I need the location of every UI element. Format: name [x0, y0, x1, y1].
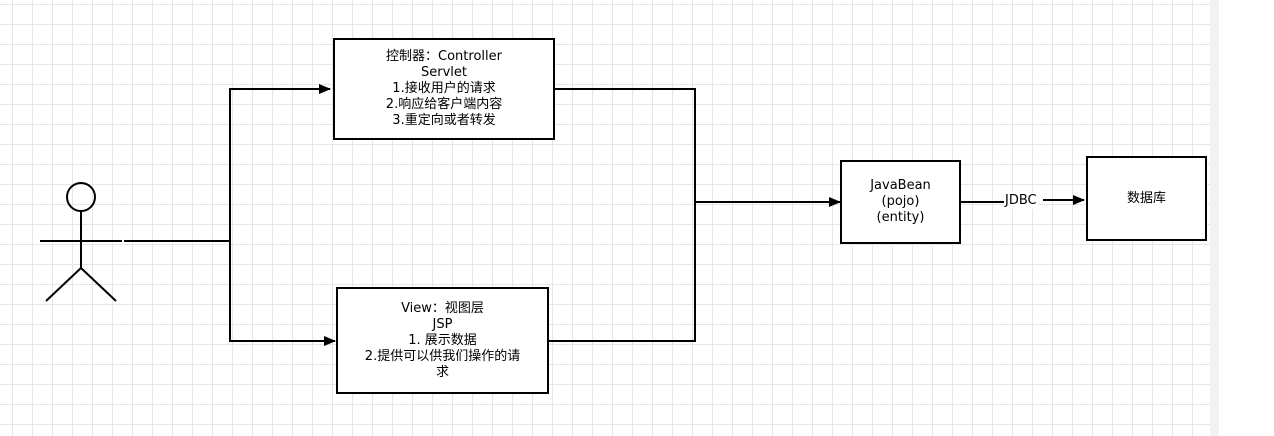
view-line: View：视图层 — [401, 300, 484, 316]
edge-actor-to-view — [229, 241, 336, 346]
edge-view-out — [548, 202, 696, 342]
view-line: JSP — [432, 316, 453, 332]
view-line: 2.提供可以供我们操作的请 — [364, 348, 521, 364]
database-box[interactable]: 数据库 — [1086, 156, 1207, 241]
edge-controller-out — [553, 88, 696, 202]
jdbc-label: JDBC — [1004, 193, 1038, 209]
view-line: 1. 展示数据 — [408, 332, 477, 348]
right-margin — [1210, 0, 1274, 436]
controller-box[interactable]: 控制器：Controller Servlet 1.接收用户的请求 2.响应给客户… — [333, 38, 555, 140]
view-text: View：视图层 JSP 1. 展示数据 2.提供可以供我们操作的请 求 — [365, 301, 520, 381]
grid-canvas — [0, 0, 1210, 436]
actor-head — [66, 182, 96, 212]
actor-leg-left — [45, 267, 82, 302]
view-line: 求 — [435, 364, 449, 380]
actor-leg-right — [80, 267, 117, 302]
controller-line: Servlet — [421, 65, 467, 80]
javabean-text: JavaBean (pojo) (entity) — [870, 178, 931, 226]
javabean-line: (entity) — [876, 210, 925, 225]
controller-text: 控制器：Controller Servlet 1.接收用户的请求 2.响应给客户… — [386, 49, 502, 129]
vertical-scrollbar[interactable] — [1210, 0, 1219, 436]
database-line: 数据库 — [1126, 190, 1166, 206]
database-text: 数据库 — [1127, 191, 1166, 207]
actor-figure — [40, 182, 122, 302]
controller-line: 2.响应给客户端内容 — [385, 97, 503, 112]
connector-layer — [40, 84, 1085, 346]
controller-line: 控制器：Controller — [386, 49, 502, 64]
view-box[interactable]: View：视图层 JSP 1. 展示数据 2.提供可以供我们操作的请 求 — [336, 287, 549, 394]
javabean-line: JavaBean — [870, 178, 931, 193]
javabean-box[interactable]: JavaBean (pojo) (entity) — [840, 160, 961, 244]
controller-line: 3.重定向或者转发 — [392, 113, 496, 128]
edge-actor-to-controller — [229, 84, 331, 241]
controller-line: 1.接收用户的请求 — [392, 81, 496, 96]
javabean-line: (pojo) — [881, 194, 920, 209]
